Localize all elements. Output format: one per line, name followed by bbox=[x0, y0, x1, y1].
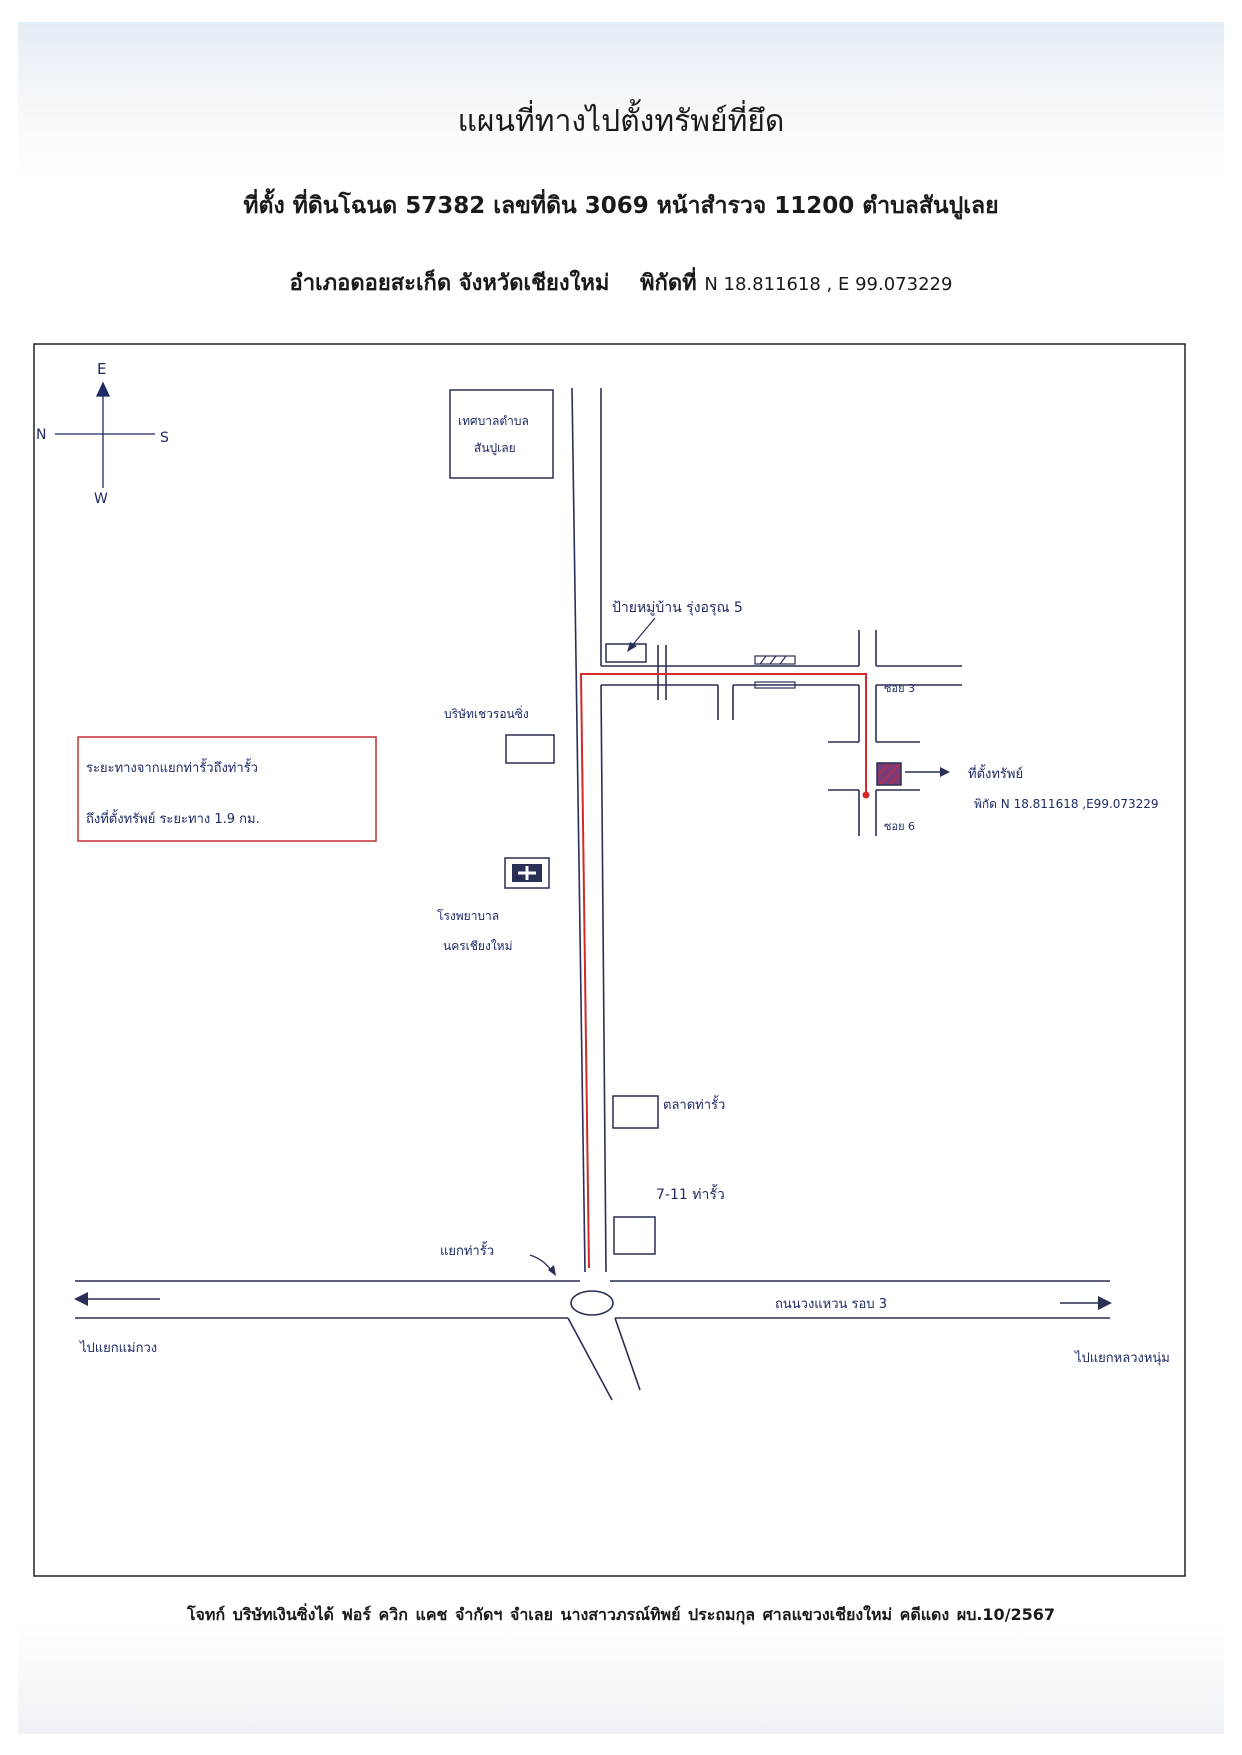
compass bbox=[55, 381, 155, 488]
coords-label: พิกัดที่ bbox=[640, 271, 697, 296]
municipal-office-line1: เทศบาลตำบล bbox=[458, 414, 529, 428]
to-left-label: ไปแยกแม่กวง bbox=[79, 1340, 157, 1356]
soi6-label: ซอย 6 bbox=[884, 820, 915, 833]
distance-line2: ถึงที่ตั้งทรัพย์ ระยะทาง 1.9 กม. bbox=[86, 809, 260, 827]
company-box bbox=[505, 734, 555, 764]
compass-north: N bbox=[36, 427, 46, 443]
property-coords: พิกัด N 18.811618 ,E99.073229 bbox=[974, 797, 1159, 811]
page-sheet bbox=[18, 22, 1224, 1734]
to-right-label: ไปแยกหลวงหนุ่ม bbox=[1074, 1350, 1170, 1366]
map-title: แผนที่ทางไปตั้งทรัพย์ที่ยึด bbox=[457, 104, 785, 139]
compass-arrow-icon bbox=[95, 381, 111, 397]
parcel-hatch bbox=[877, 763, 901, 785]
seven-eleven-label: 7-11 ท่ารั้ว bbox=[656, 1184, 725, 1203]
route-line bbox=[579, 673, 867, 1269]
hospital-line2: นครเชียงใหม่ bbox=[443, 939, 513, 953]
distance-note: ระยะทางจากแยกท่ารั้วถึงท่ารั้ว ถึงที่ตั้… bbox=[77, 736, 377, 842]
municipal-office-line2: สันปูเลย bbox=[474, 441, 516, 456]
ring-road bbox=[75, 1280, 1110, 1401]
seven-eleven-box bbox=[613, 1216, 656, 1255]
property-label: ที่ตั้งทรัพย์ bbox=[968, 764, 1023, 782]
location-line: ที่ตั้ง ที่ดินโฉนด 57382 เลขที่ดิน 3069 … bbox=[243, 193, 999, 219]
compass-west: W bbox=[94, 491, 108, 507]
footer-case-info: โจทก์ บริษัทเงินซิ่งได้ ฟอร์ ควิก แคช จำ… bbox=[186, 1605, 1056, 1624]
market-label: ตลาดท่ารั้ว bbox=[663, 1095, 725, 1113]
route-end-dot bbox=[862, 791, 870, 799]
left-arrow-icon bbox=[74, 1292, 88, 1306]
property-arrow-icon bbox=[940, 767, 950, 777]
compass-east: E bbox=[97, 360, 106, 378]
district-text: อำเภอดอยสะเก็ด จังหวัดเชียงใหม่ bbox=[289, 271, 610, 296]
company-label: บริษัทเชวรอนซิ่ง bbox=[444, 705, 529, 721]
soi3-label: ซอย 3 bbox=[884, 682, 915, 695]
hospital-line1: โรงพยาบาล bbox=[437, 909, 499, 923]
ring-road-label: ถนนวงแหวน รอบ 3 bbox=[775, 1297, 887, 1312]
intersection-arrow-icon bbox=[548, 1265, 556, 1276]
map-frame bbox=[33, 343, 1186, 1577]
intersection-label: แยกท่ารั้ว bbox=[440, 1241, 494, 1259]
side-road bbox=[601, 630, 962, 836]
distance-line1: ระยะทางจากแยกท่ารั้วถึงท่ารั้ว bbox=[86, 758, 258, 776]
main-road bbox=[571, 387, 607, 1273]
village-sign-label: ป้ายหมู่บ้าน รุ่งอรุณ 5 bbox=[612, 600, 743, 616]
road-marking bbox=[754, 655, 796, 689]
district-line: อำเภอดอยสะเก็ด จังหวัดเชียงใหม่ พิกัดที่… bbox=[0, 265, 1242, 300]
market-box bbox=[612, 1095, 659, 1129]
village-sign-box bbox=[605, 643, 647, 663]
hospital-box bbox=[504, 857, 550, 889]
right-arrow-icon bbox=[1098, 1296, 1112, 1310]
municipal-office-box bbox=[449, 389, 554, 479]
compass-south: S bbox=[160, 430, 169, 446]
coords-value: N 18.811618 , E 99.073229 bbox=[704, 274, 953, 295]
